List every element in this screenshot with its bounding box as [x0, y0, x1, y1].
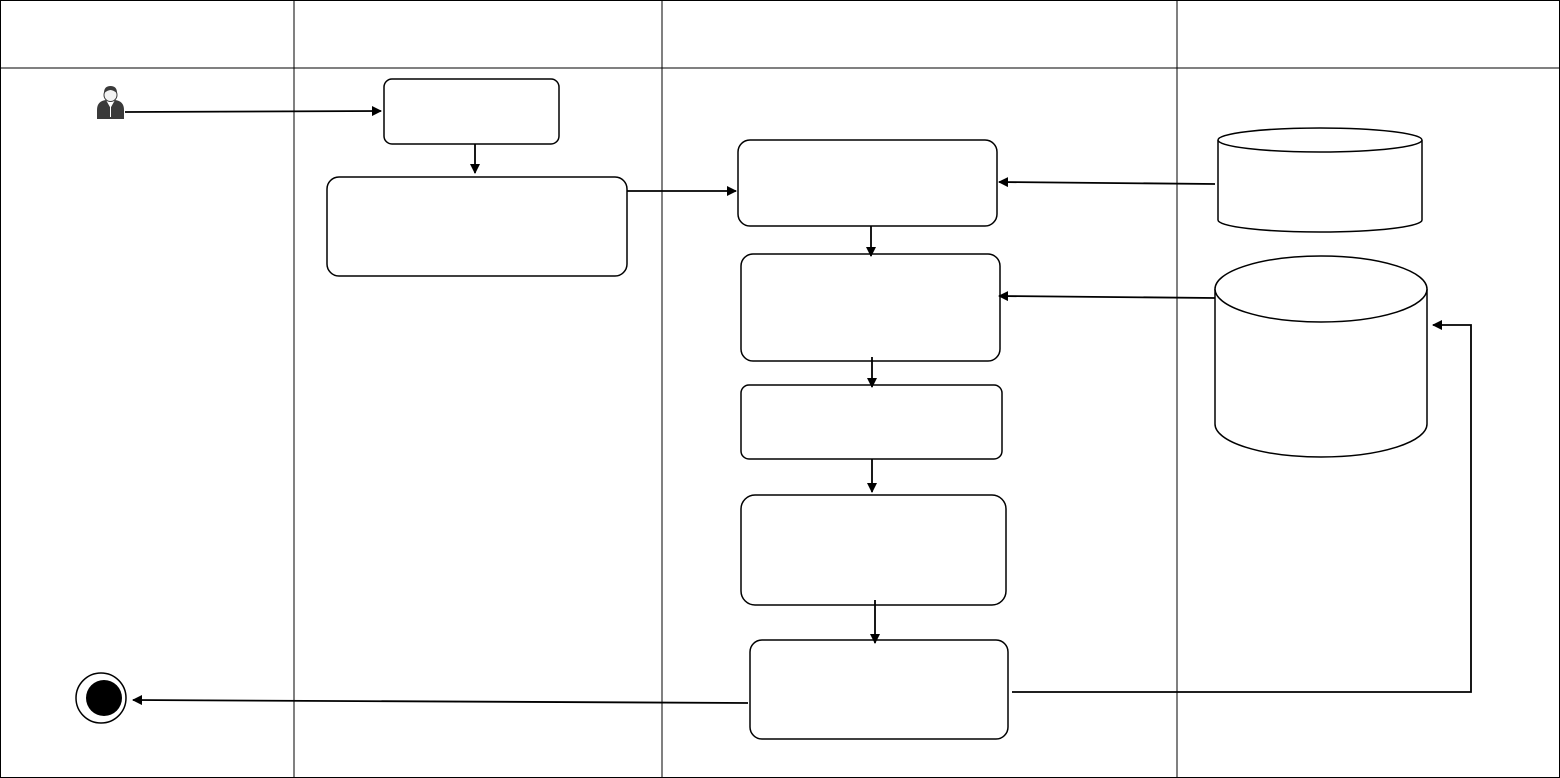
activity-node-2: [326, 176, 628, 277]
database-icon-1: [1217, 127, 1423, 233]
flow-arrow-node7-to-end: [132, 695, 749, 706]
activity-node-5: [740, 384, 1003, 460]
user-icon: [97, 86, 124, 119]
activity-node-3: [737, 139, 998, 227]
flow-arrow-node7-to-db2: [1012, 320, 1472, 693]
flow-arrow-db2-to-node4: [998, 291, 1216, 302]
flow-arrow-actor-to-node1: [124, 106, 382, 117]
activity-node-1: [383, 78, 560, 145]
activity-node-6: [740, 494, 1007, 606]
end-state-icon: [75, 672, 127, 724]
activity-node-4: [740, 253, 1001, 362]
activity-node-7: [749, 639, 1009, 740]
flow-arrow-db1-to-node3: [998, 177, 1216, 188]
database-icon-2: [1214, 255, 1428, 458]
